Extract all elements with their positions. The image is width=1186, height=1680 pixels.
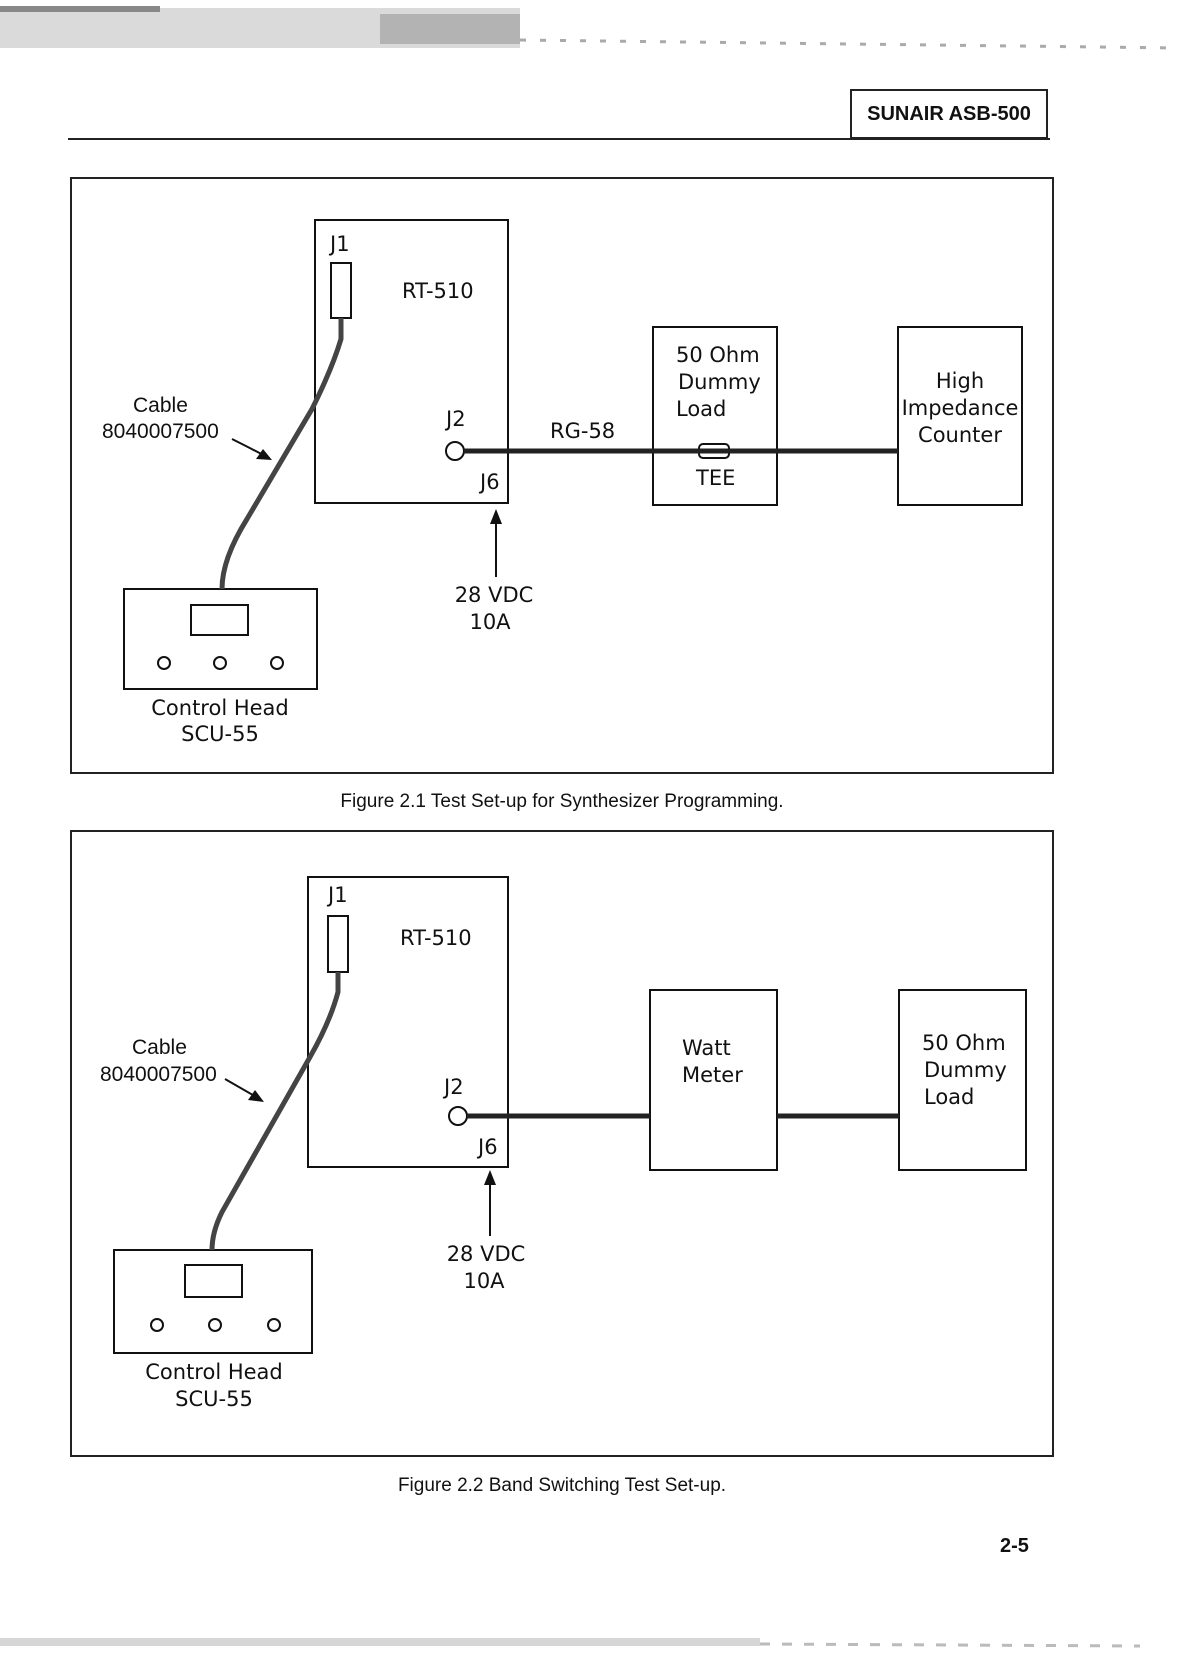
control-head-knob-2 — [208, 1318, 222, 1332]
dummy-load-line-2: Dummy — [924, 1058, 1007, 1082]
control-head-model: SCU-55 — [181, 722, 259, 746]
power-voltage: 28 VDC — [447, 1242, 526, 1266]
tee-label: TEE — [695, 466, 735, 490]
power-arrowhead — [490, 509, 502, 524]
watt-meter-line-2: Meter — [682, 1063, 743, 1087]
dummy-load-line-2: Dummy — [678, 370, 761, 394]
power-arrowhead — [484, 1170, 496, 1185]
figure-2-1: J1 RT-510 J2 J6 RG-58 Cable 8040007500 5… — [70, 177, 1054, 774]
power-current: 10A — [463, 1269, 505, 1293]
control-head-label: Control Head — [145, 1360, 283, 1384]
control-head-label: Control Head — [151, 696, 289, 720]
j2-connector — [448, 1106, 468, 1126]
j2-label: J2 — [444, 407, 466, 431]
watt-meter-unit — [649, 989, 778, 1171]
counter-line-1: High — [936, 369, 984, 393]
counter-line-3: Counter — [918, 423, 1002, 447]
cable-arrowhead — [256, 449, 272, 460]
dummy-load-line-3: Load — [676, 397, 726, 421]
header-rule — [68, 138, 1050, 140]
control-head-display — [184, 1264, 243, 1298]
rt-510-unit — [314, 219, 509, 504]
dummy-load-line-1: 50 Ohm — [676, 343, 760, 367]
counter-line-2: Impedance — [902, 396, 1019, 420]
figure-2-2-diagram: J1 RT-510 J2 J6 Cable 8040007500 Watt Me… — [100, 876, 1027, 1411]
dummy-load-line-1: 50 Ohm — [922, 1031, 1006, 1055]
rt-510-unit — [307, 876, 509, 1168]
figure-2-2-caption: Figure 2.2 Band Switching Test Set-up. — [397, 1475, 727, 1496]
control-head-knob-1 — [157, 656, 171, 670]
j6-label: J6 — [478, 470, 500, 494]
control-head-knob-2 — [213, 656, 227, 670]
control-head-model: SCU-55 — [175, 1387, 253, 1411]
j2-connector — [445, 441, 465, 461]
control-head-display — [190, 604, 249, 636]
power-current: 10A — [469, 610, 511, 634]
control-head-knob-3 — [267, 1318, 281, 1332]
rt-510-label: RT-510 — [400, 926, 472, 950]
control-cable — [219, 318, 344, 590]
control-head-knob-3 — [270, 656, 284, 670]
j1-connector — [330, 262, 352, 319]
scan-artifact-top — [0, 6, 1181, 50]
cable-arrowhead — [248, 1090, 264, 1102]
watt-meter-line-1: Watt — [682, 1036, 731, 1060]
dummy-load-unit — [652, 326, 778, 506]
rg58-label: RG-58 — [550, 419, 615, 443]
figure-2-2: J1 RT-510 J2 J6 Cable 8040007500 Watt Me… — [70, 830, 1054, 1457]
j2-label: J2 — [442, 1075, 464, 1099]
j1-label: J1 — [328, 232, 350, 256]
cable-part-number: 8040007500 — [102, 420, 219, 443]
control-cable — [209, 972, 341, 1251]
cable-part-number: 8040007500 — [100, 1063, 217, 1086]
power-voltage: 28 VDC — [455, 583, 534, 607]
figure-2-1-diagram: J1 RT-510 J2 J6 RG-58 Cable 8040007500 5… — [102, 219, 1023, 746]
dummy-load-unit — [898, 989, 1027, 1171]
cable-label: Cable — [133, 394, 188, 417]
dummy-load-line-3: Load — [924, 1085, 974, 1109]
rt-510-label: RT-510 — [402, 279, 474, 303]
figure-2-1-caption: Figure 2.1 Test Set-up for Synthesizer P… — [340, 791, 784, 812]
document-title: SUNAIR ASB-500 — [850, 89, 1048, 139]
counter-unit — [897, 326, 1023, 506]
control-head-knob-1 — [150, 1318, 164, 1332]
cable-label: Cable — [132, 1036, 187, 1059]
page-number: 2-5 — [1000, 1535, 1029, 1557]
scan-artifact-bottom — [0, 1638, 1141, 1648]
j1-label: J1 — [326, 883, 348, 907]
j1-connector — [327, 915, 349, 973]
j6-label: J6 — [476, 1135, 498, 1159]
